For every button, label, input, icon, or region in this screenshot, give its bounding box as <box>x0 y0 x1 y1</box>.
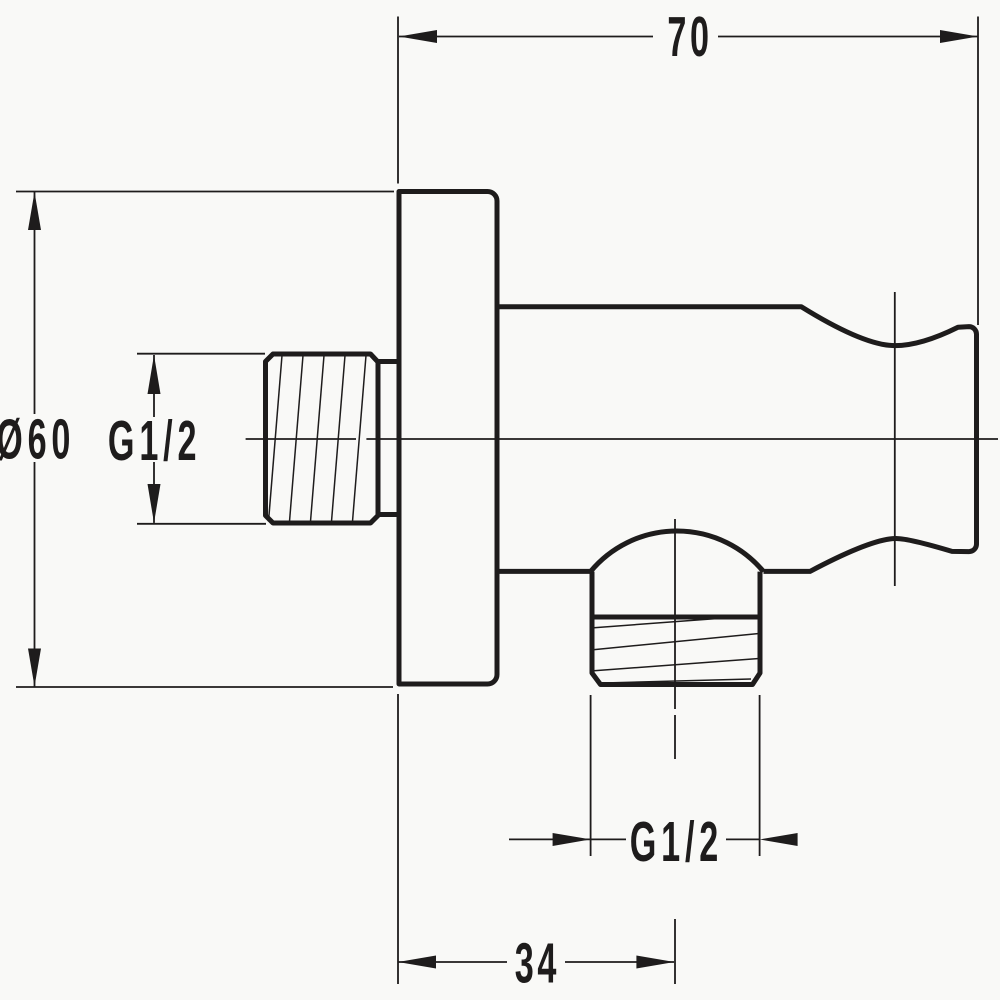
svg-text:G1/2: G1/2 <box>630 809 723 873</box>
svg-text:G1/2: G1/2 <box>108 408 201 472</box>
svg-text:70: 70 <box>667 4 712 68</box>
svg-text:Ø60: Ø60 <box>0 406 75 470</box>
svg-text:34: 34 <box>515 930 560 994</box>
